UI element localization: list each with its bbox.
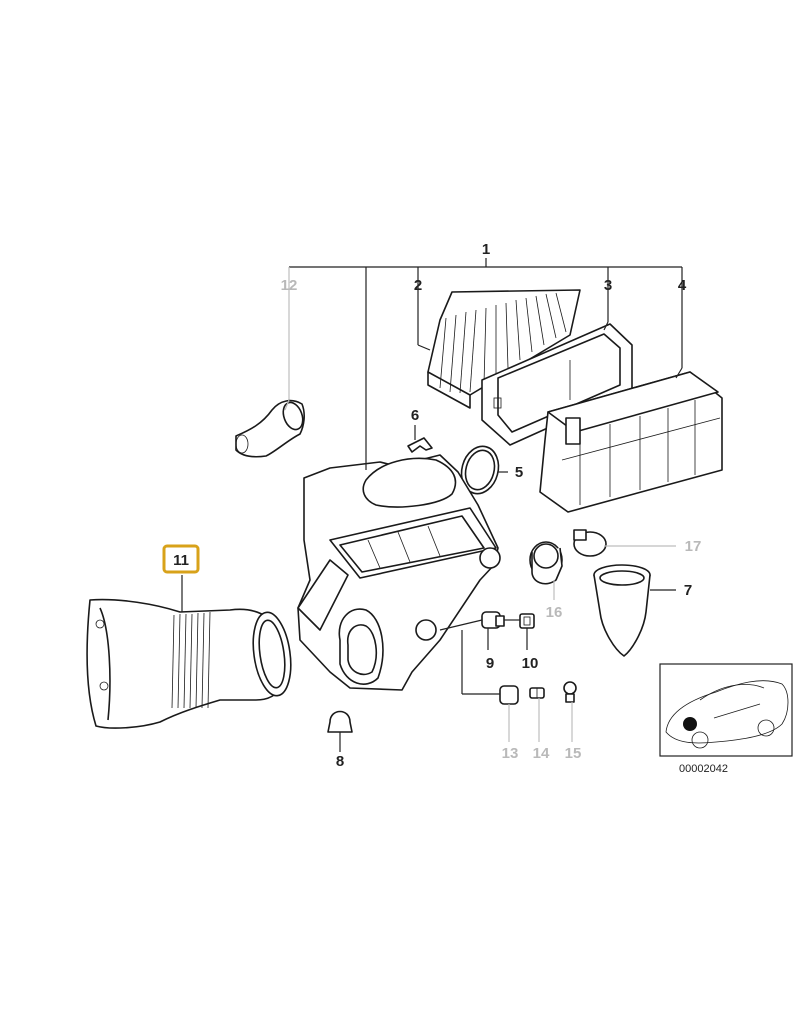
part-1-bracket [288,258,683,458]
rubber-buffer[interactable] [327,710,353,733]
hose-clamp[interactable] [573,529,607,557]
label-9[interactable]: 9 [486,655,494,672]
label-13[interactable]: 13 [502,745,519,762]
intake-duct[interactable] [86,598,296,729]
label-1[interactable]: 1 [482,241,490,258]
label-11-highlight[interactable]: 11 [162,544,200,574]
fastener-guide-lines [439,619,520,695]
label-4[interactable]: 4 [678,277,687,294]
spacer-13[interactable] [499,685,519,705]
screw-15[interactable] [563,681,577,703]
leader-lines [181,321,683,752]
fastener-9[interactable] [481,611,505,629]
label-17[interactable]: 17 [685,538,702,555]
part-labels: 1 12 2 3 4 6 5 17 7 16 9 10 8 13 14 15 [281,241,702,770]
label-2[interactable]: 2 [414,277,422,294]
label-6[interactable]: 6 [411,407,419,424]
filter-grille[interactable] [539,371,723,513]
bolt-14[interactable] [529,687,545,699]
clip[interactable] [407,437,433,453]
location-marker-icon [683,717,697,731]
intake-elbow[interactable] [235,399,306,458]
label-3[interactable]: 3 [604,277,612,294]
nut-10[interactable] [519,613,535,629]
label-5[interactable]: 5 [515,464,523,481]
label-8[interactable]: 8 [336,753,344,770]
air-filter-element[interactable] [427,289,581,409]
vehicle-location-inset [659,663,793,757]
o-ring[interactable] [456,442,503,498]
label-12[interactable]: 12 [281,277,298,294]
coupling-sleeve[interactable] [529,541,563,585]
label-10[interactable]: 10 [522,655,539,672]
label-11[interactable]: 11 [173,552,189,569]
label-16[interactable]: 16 [546,604,563,621]
label-7[interactable]: 7 [684,582,692,599]
diagram-code: 00002042 [679,763,728,775]
air-box-housing[interactable] [297,454,501,691]
intake-funnel[interactable] [593,564,651,657]
label-14[interactable]: 14 [533,745,550,762]
label-15[interactable]: 15 [565,745,582,762]
